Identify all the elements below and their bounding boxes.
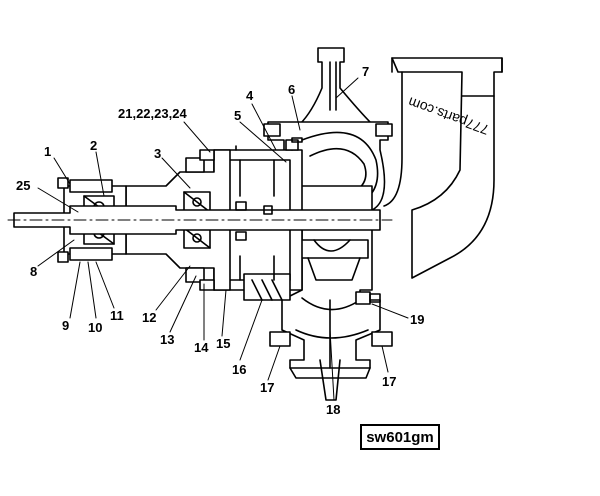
callout-21-24: 21,22,23,24 xyxy=(118,106,187,121)
callout-17-right: 17 xyxy=(382,374,396,389)
callout-2: 2 xyxy=(90,138,97,153)
callouts: 1 2 3 4 5 6 7 8 9 10 11 12 13 14 15 16 1… xyxy=(16,64,424,417)
callout-17-left: 17 xyxy=(260,380,274,395)
callout-19: 19 xyxy=(410,312,424,327)
callout-15: 15 xyxy=(216,336,230,351)
callout-16: 16 xyxy=(232,362,246,377)
callout-6: 6 xyxy=(288,82,295,97)
callout-14: 14 xyxy=(194,340,209,355)
callout-11: 11 xyxy=(110,308,124,323)
drawing-code: sw601gm xyxy=(366,428,434,446)
leader-lines xyxy=(37,77,409,401)
callout-10: 10 xyxy=(88,320,102,335)
front-bearing xyxy=(183,191,211,249)
callout-1: 1 xyxy=(44,144,51,159)
discharge-nozzle xyxy=(299,47,373,131)
callout-7: 7 xyxy=(362,64,369,79)
callout-18: 18 xyxy=(326,402,340,417)
casing-feet xyxy=(263,123,393,347)
callout-13: 13 xyxy=(160,332,174,347)
discharge-elbow xyxy=(383,57,503,279)
bolts xyxy=(235,137,381,305)
callout-12: 12 xyxy=(142,310,156,325)
callout-8: 8 xyxy=(30,264,37,279)
callout-25: 25 xyxy=(16,178,30,193)
drawing-code-box: sw601gm xyxy=(360,424,440,450)
callout-5: 5 xyxy=(234,108,241,123)
callout-4: 4 xyxy=(246,88,254,103)
shaft xyxy=(7,205,393,235)
callout-3: 3 xyxy=(154,146,161,161)
callout-9: 9 xyxy=(62,318,69,333)
